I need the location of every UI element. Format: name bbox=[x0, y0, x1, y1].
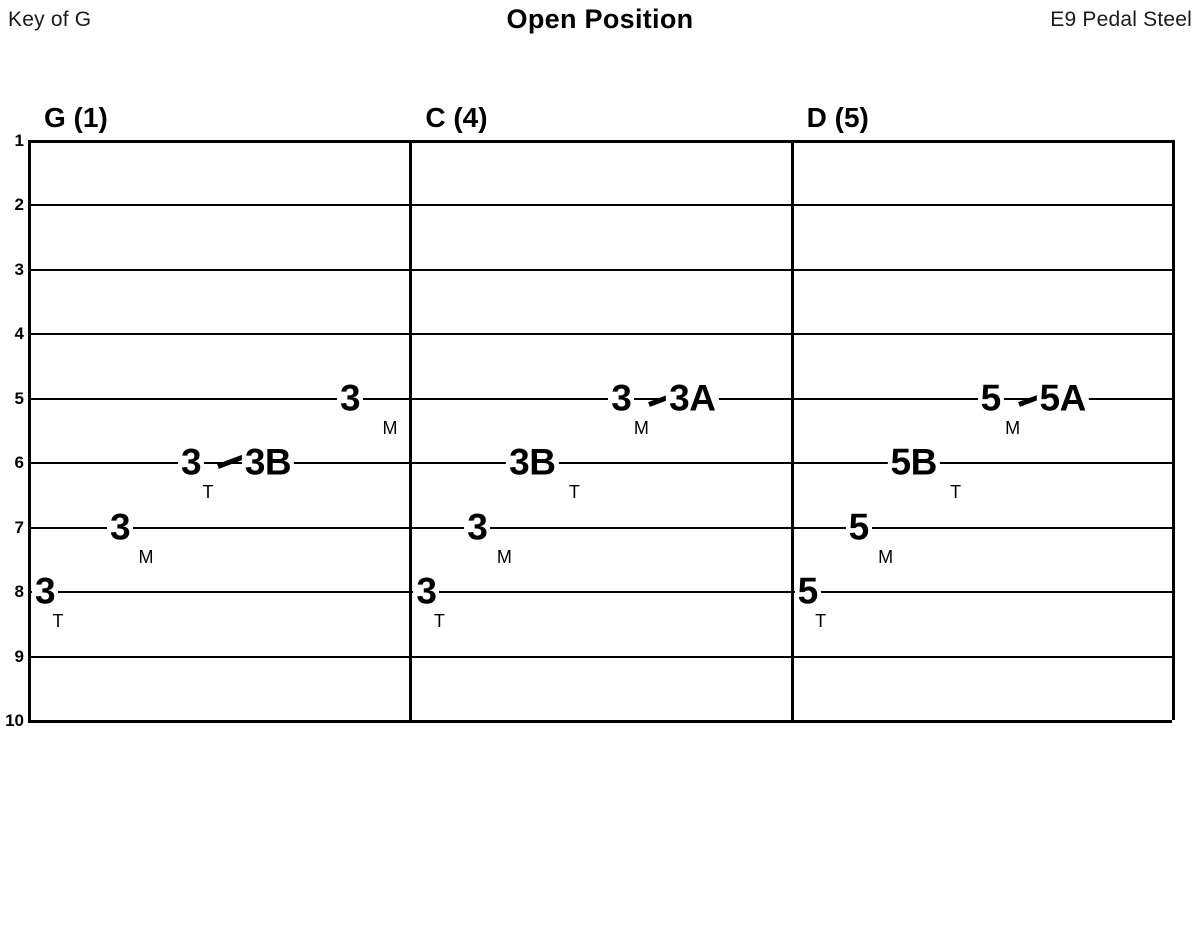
tab-note[interactable]: 3B bbox=[241, 443, 295, 481]
tab-note[interactable]: 3 bbox=[106, 508, 134, 546]
string-line-1 bbox=[28, 140, 1172, 143]
finger-label: T bbox=[568, 482, 580, 503]
tab-note[interactable]: 5A bbox=[1036, 379, 1089, 417]
string-line-5 bbox=[28, 397, 1172, 400]
finger-label: M bbox=[382, 417, 398, 438]
string-number-5: 5 bbox=[14, 388, 24, 408]
tab-note[interactable]: 3 bbox=[413, 572, 440, 610]
string-number-2: 2 bbox=[14, 195, 24, 215]
barline-1 bbox=[409, 140, 413, 720]
string-number-9: 9 bbox=[14, 646, 24, 666]
page-title: Open Position bbox=[506, 4, 694, 34]
tab-note[interactable]: 3A bbox=[666, 379, 719, 417]
finger-label: T bbox=[433, 611, 445, 632]
tab-note[interactable]: 5B bbox=[887, 443, 940, 481]
tab-note[interactable]: 3 bbox=[32, 572, 59, 610]
string-number-1: 1 bbox=[14, 131, 24, 150]
finger-label: T bbox=[815, 611, 827, 632]
string-line-6 bbox=[28, 462, 1172, 465]
tab-note[interactable]: 5 bbox=[794, 572, 821, 610]
tab-note[interactable]: 3 bbox=[464, 508, 491, 546]
key-label: Key of G bbox=[8, 8, 92, 31]
finger-label: M bbox=[1005, 417, 1021, 438]
string-line-8 bbox=[28, 591, 1172, 594]
string-number-6: 6 bbox=[14, 453, 24, 473]
chord-label-2: D (5) bbox=[806, 102, 869, 133]
string-number-8: 8 bbox=[14, 582, 24, 602]
finger-label: M bbox=[633, 417, 649, 438]
instrument-label: E9 Pedal Steel bbox=[1050, 8, 1192, 31]
tab-note[interactable]: 5 bbox=[977, 379, 1004, 417]
finger-label: T bbox=[202, 482, 214, 503]
finger-label: T bbox=[52, 611, 64, 632]
barline-0 bbox=[28, 140, 31, 720]
tab-note[interactable]: 3 bbox=[608, 379, 635, 417]
barline-2 bbox=[790, 140, 794, 720]
finger-label: T bbox=[950, 482, 962, 503]
finger-label: M bbox=[138, 546, 154, 567]
tab-note[interactable]: 5 bbox=[845, 508, 872, 546]
string-line-3 bbox=[28, 268, 1172, 271]
string-number-3: 3 bbox=[14, 259, 24, 279]
string-line-10 bbox=[28, 720, 1172, 723]
tab-note[interactable]: 3 bbox=[177, 443, 205, 481]
chord-label-0: G (1) bbox=[44, 102, 108, 133]
string-number-7: 7 bbox=[14, 517, 24, 537]
string-number-4: 4 bbox=[14, 324, 24, 344]
barline-end bbox=[1172, 140, 1175, 720]
string-number-10: 10 bbox=[5, 711, 24, 730]
finger-label: M bbox=[496, 546, 512, 567]
string-line-7 bbox=[28, 526, 1172, 529]
tab-note[interactable]: 3B bbox=[506, 443, 559, 481]
string-line-4 bbox=[28, 333, 1172, 336]
tab-note[interactable]: 3 bbox=[336, 379, 364, 417]
chord-label-1: C (4) bbox=[425, 102, 488, 133]
string-line-2 bbox=[28, 204, 1172, 207]
string-line-9 bbox=[28, 655, 1172, 658]
finger-label: M bbox=[878, 546, 894, 567]
